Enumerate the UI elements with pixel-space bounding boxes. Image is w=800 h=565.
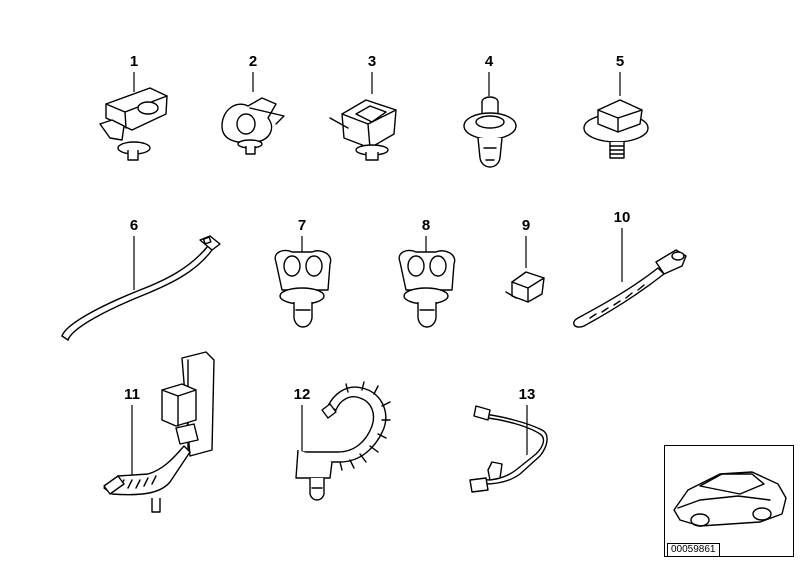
part-9-small-clip [505, 271, 545, 303]
callout-12: 12 [293, 386, 311, 403]
part-13-wire-bracket [469, 405, 548, 493]
callout-4: 4 [484, 53, 494, 70]
part-11-cable-duct [103, 351, 215, 513]
callout-11: 11 [124, 386, 140, 403]
part-2-cable-clamp [221, 97, 285, 155]
part-5-push-clip [583, 99, 649, 159]
callout-6: 6 [129, 217, 139, 234]
callout-5: 5 [615, 53, 625, 70]
part-10-cable-strap [573, 249, 687, 328]
vehicle-thumbnail [664, 445, 794, 557]
car-thumbnail-sketch [673, 471, 787, 527]
callout-3: 3 [367, 53, 377, 70]
callout-2: 2 [248, 53, 258, 70]
part-4-expanding-rivet [463, 96, 517, 168]
callout-10: 10 [613, 209, 631, 226]
part-1-connector-clip [99, 87, 168, 161]
part-3-square-clip [329, 99, 397, 161]
callout-8: 8 [421, 217, 431, 234]
callout-13: 13 [518, 386, 536, 403]
part-12-flex-holder [295, 381, 391, 501]
part-8-double-pipe-clip [398, 249, 456, 328]
callout-9: 9 [521, 217, 531, 234]
part-6-cable-tie [61, 235, 221, 341]
callout-1: 1 [129, 53, 139, 70]
diagram-reference-number: 00059861 [667, 543, 720, 557]
part-7-double-pipe-clip [274, 249, 332, 328]
callout-7: 7 [297, 217, 307, 234]
